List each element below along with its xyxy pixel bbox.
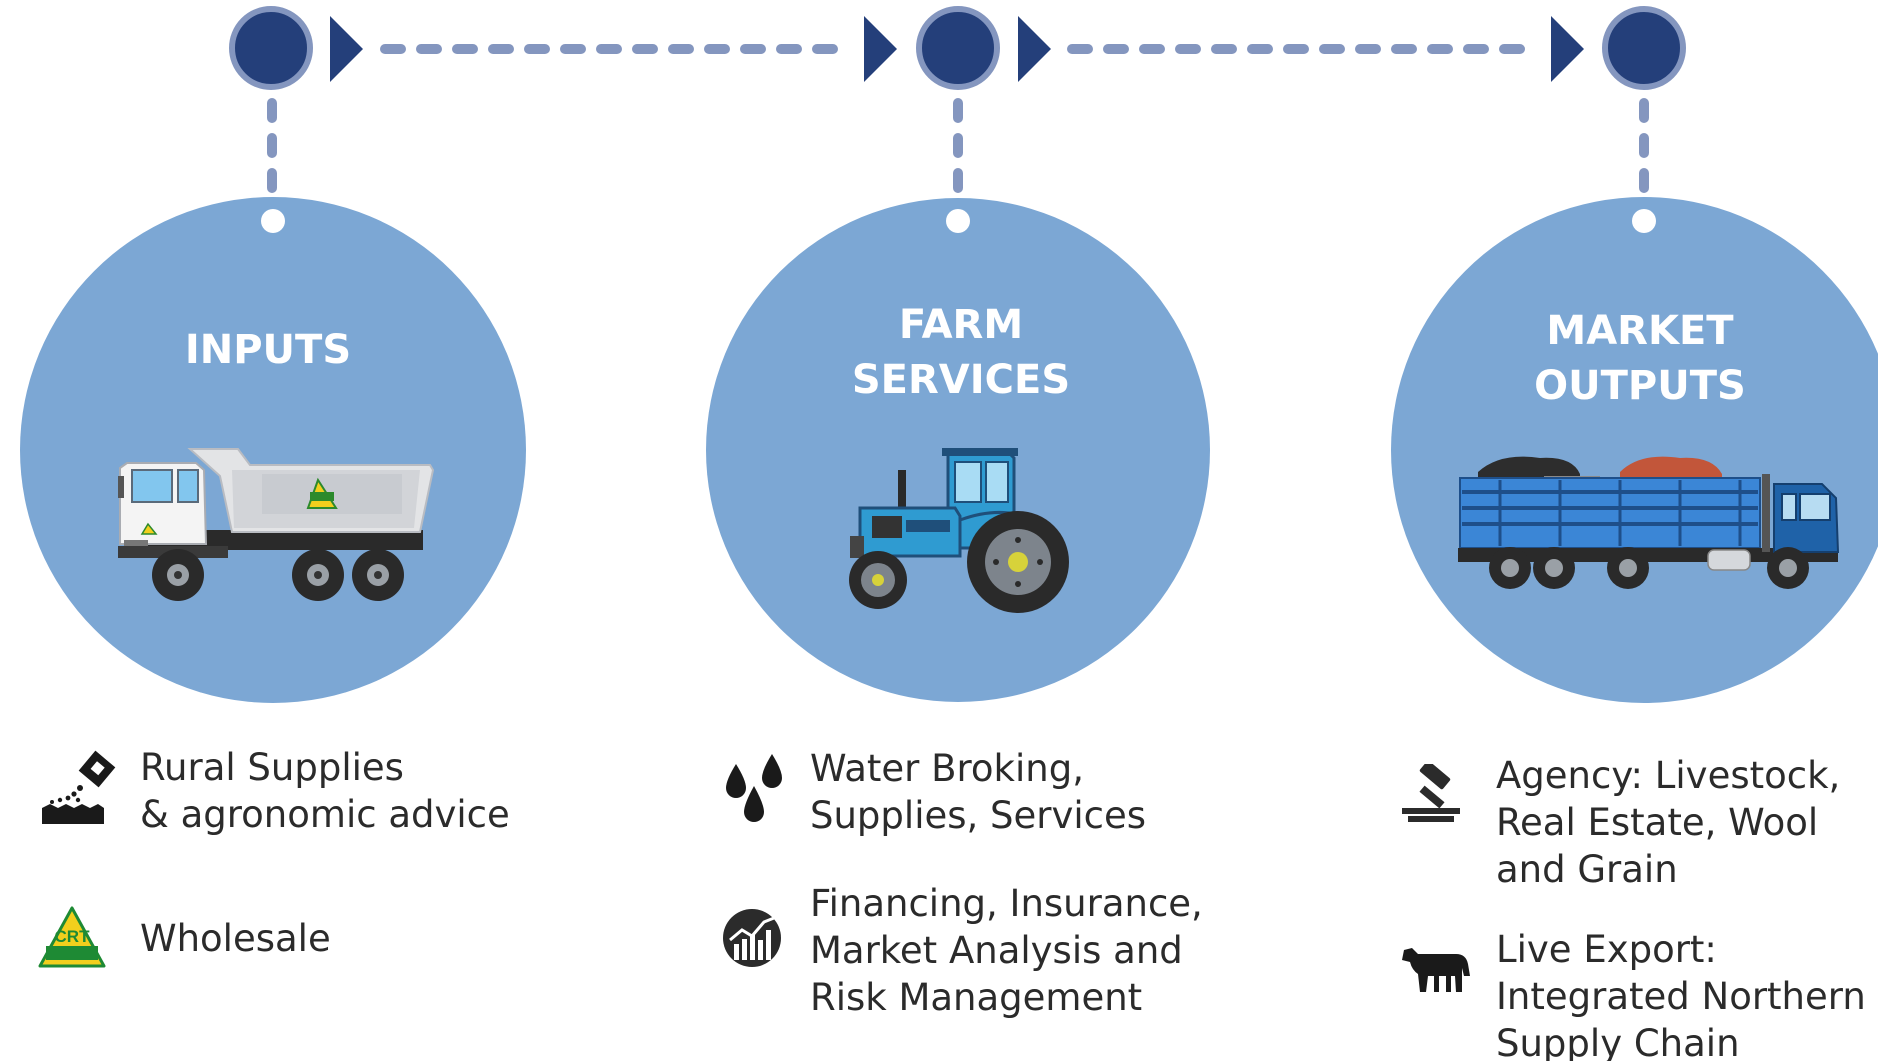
stage-title-line: MARKET — [1546, 308, 1734, 354]
connector-dot — [1632, 209, 1656, 233]
fertiliser-spreading-icon — [40, 748, 118, 826]
stage-circle-market-outputs: MARKET OUTPUTS — [1391, 197, 1878, 703]
stage-circle-bg — [1391, 197, 1878, 703]
arrow-right-icon — [1018, 16, 1051, 82]
cow-icon — [1398, 940, 1474, 996]
livestock-truck-icon — [1458, 456, 1840, 589]
crt-logo-icon: CRT — [38, 906, 106, 968]
item-text: Live Export: Integrated Northern Supply … — [1496, 928, 1866, 1061]
item-text: Wholesale — [140, 917, 331, 960]
stage-title-line: INPUTS — [185, 327, 351, 373]
timeline-node-2 — [916, 6, 1000, 90]
water-drops-icon — [722, 750, 786, 828]
item-text: Financing, Insurance, Market Analysis an… — [810, 882, 1203, 1019]
timeline-node-3 — [1602, 6, 1686, 90]
connector-dot — [261, 209, 285, 233]
arrow-right-icon — [1551, 16, 1584, 82]
stage-circle-inputs: INPUTS — [20, 197, 526, 703]
timeline-node-1 — [229, 6, 313, 90]
stage-circle-bg — [20, 197, 526, 703]
connector-dot — [946, 209, 970, 233]
stage-title-line: OUTPUTS — [1534, 363, 1746, 409]
item-text: Agency: Livestock, Real Estate, Wool and… — [1496, 754, 1841, 891]
arrow-right-icon — [330, 16, 363, 82]
gavel-icon — [1398, 760, 1468, 828]
tipper-truck-icon — [118, 448, 435, 601]
stage-title-line: SERVICES — [852, 357, 1070, 403]
timeline — [229, 6, 1686, 198]
crt-logo-text: CRT — [55, 927, 91, 946]
arrow-right-icon — [864, 16, 897, 82]
market-chart-icon — [720, 906, 784, 970]
tractor-icon — [849, 448, 1069, 613]
stage-title-line: FARM — [899, 302, 1023, 348]
item-text: Water Broking, Supplies, Services — [810, 747, 1147, 837]
item-text: Rural Supplies & agronomic advice — [140, 746, 510, 836]
